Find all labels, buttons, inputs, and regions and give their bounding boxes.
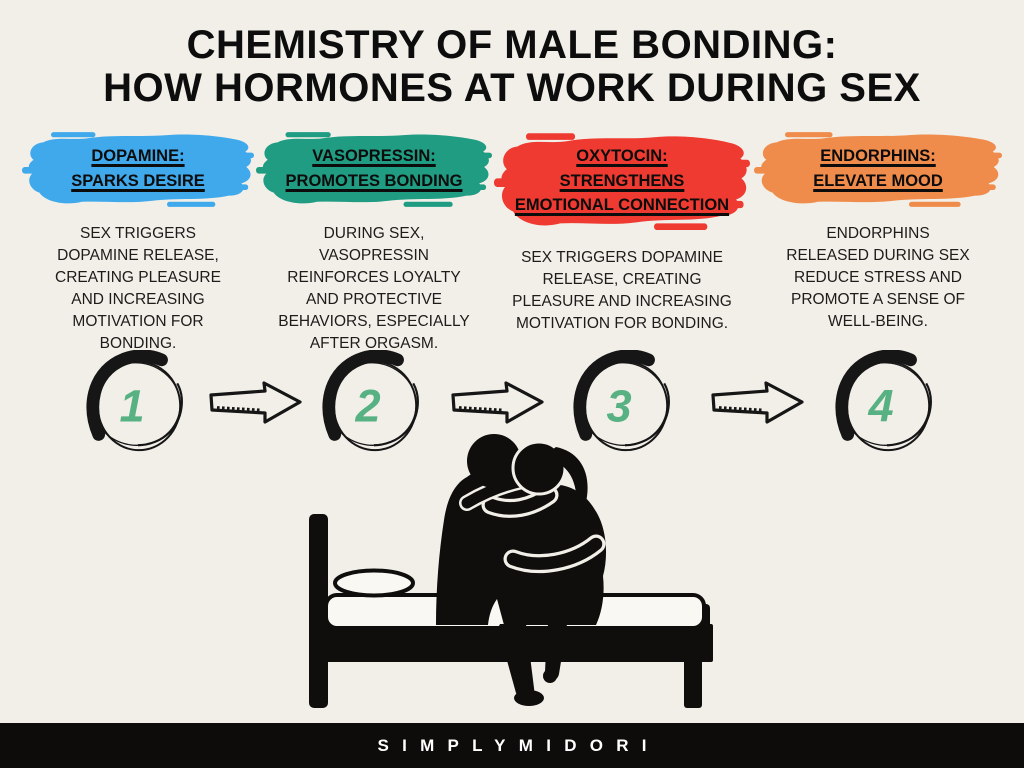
step-circle-3: 3 [570,350,678,458]
page-title-line1: CHEMISTRY OF MALE BONDING: [186,23,838,67]
section-body: DURING SEX, VASOPRESSIN REINFORCES LOYAL… [278,225,470,352]
section-body: ENDORPHINS RELEASED DURING SEX REDUCE ST… [786,225,970,330]
brush-header: OXYTOCIN: STRENGTHENS EMOTIONAL CONNECTI… [494,128,750,234]
step-circle-1: 1 [83,350,191,458]
step-number-3: 3 [607,381,632,432]
brush-header: ENDORPHINS: ELEVATE MOOD [754,128,1002,210]
bed-leg [684,658,702,708]
section-dopamine: DOPAMINE: SPARKS DESIRE SEX TRIGGERS DOP… [22,128,254,355]
brush-header: VASOPRESSIN: PROMOTES BONDING [256,128,492,210]
section-vasopressin: VASOPRESSIN: PROMOTES BONDING DURING SEX… [256,128,492,355]
woman-ponytail [542,447,588,522]
arrow-right-icon [209,381,302,424]
footer-brand: SIMPLYMIDORI [377,735,660,755]
section-heading: DOPAMINE: SPARKS DESIRE [71,147,205,190]
section-oxytocin: OXYTOCIN: STRENGTHENS EMOTIONAL CONNECTI… [494,128,750,335]
brush-header: DOPAMINE: SPARKS DESIRE [22,128,254,210]
section-endorphins: ENDORPHINS: ELEVATE MOOD ENDORPHINS RELE… [754,128,1002,333]
couple-on-bed-illustration [309,434,713,708]
section-heading: VASOPRESSIN: PROMOTES BONDING [285,147,463,190]
page-title-line2: HOW HORMONES AT WORK DURING SEX [103,66,921,111]
step-circle-4: 4 [832,350,940,458]
bed-pillow [333,568,415,598]
man-head [467,434,521,488]
step-number-4: 4 [868,381,894,432]
page-title: CHEMISTRY OF MALE BONDING: HOW HORMONES … [0,23,1024,111]
arrow-right-icon [451,381,544,424]
step-circle-2: 2 [319,350,427,458]
section-body: SEX TRIGGERS DOPAMINE RELEASE, CREATING … [512,249,732,332]
arrow-right-icon [711,381,804,424]
step-number-1: 1 [120,381,145,432]
footer-bar: SIMPLYMIDORI [0,723,1024,768]
section-body: SEX TRIGGERS DOPAMINE RELEASE, CREATING … [55,225,221,352]
section-heading: ENDORPHINS: ELEVATE MOOD [813,147,943,190]
section-heading: OXYTOCIN: STRENGTHENS EMOTIONAL CONNECTI… [514,146,730,215]
couple-silhouette [436,434,607,706]
step-number-2: 2 [355,381,381,432]
